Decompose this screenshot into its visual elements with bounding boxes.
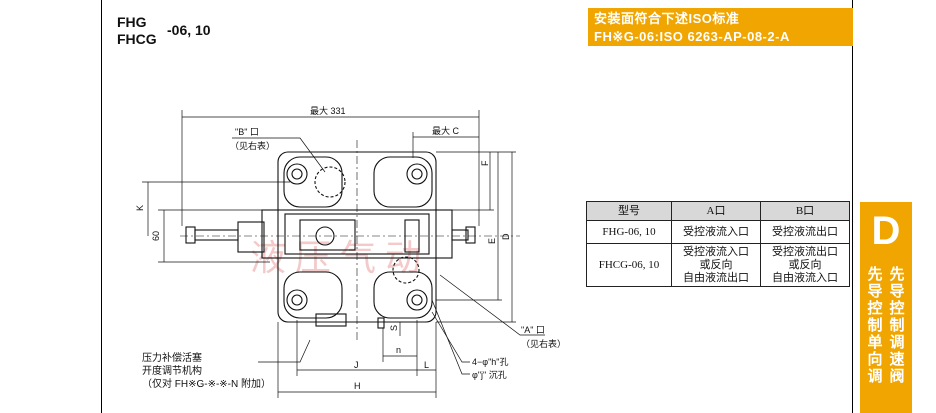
note-adjuster: 开度调节机构 — [142, 366, 202, 377]
dim-60: 60 — [151, 231, 161, 241]
port-a-circle — [392, 256, 420, 284]
note-option: （仅对 FH※G-※-※-N 附加） — [142, 379, 272, 390]
dim-l: L — [424, 360, 429, 370]
holes-j-label: φ"j" 沉孔 — [472, 370, 507, 380]
col-header-b: B口 — [760, 201, 850, 221]
row1-a: 受控液流入口 — [671, 220, 761, 244]
dim-max-331: 最大 331 — [310, 105, 346, 116]
dim-max-c: 最大 C — [432, 125, 460, 136]
frame-right-border — [852, 0, 853, 413]
frame-left-border — [101, 0, 102, 413]
table-header-row: 型号 A口 B口 — [586, 201, 850, 221]
table-row: FHG-06, 10 受控液流入口 受控液流出口 — [586, 220, 850, 244]
table-row: FHCG-06, 10 受控液流入口 或反向 自由液流出口 受控液流出口 或反向… — [586, 243, 850, 287]
iso-standard-banner: 安装面符合下述ISO标准 FH※G-06:ISO 6263-AP-08-2-A — [588, 8, 853, 46]
right-plug-end — [465, 226, 476, 244]
row1-model: FHG-06, 10 — [586, 220, 672, 244]
col-header-a: A口 — [671, 201, 761, 221]
bolt-hole-bl — [286, 289, 308, 311]
section-tab-letter[interactable]: D — [860, 202, 912, 260]
section-tab-label: 先 导 控 制 单 向 调 先 导 控 制 调 速 阀 — [860, 260, 912, 413]
adjuster-knob — [185, 226, 196, 244]
col-header-model: 型号 — [586, 201, 672, 221]
row2-model: FHCG-06, 10 — [586, 243, 672, 287]
dim-f: F — [480, 160, 490, 166]
row1-b: 受控液流出口 — [760, 220, 850, 244]
port-a-note: （见右表） — [521, 338, 566, 349]
iso-banner-line1: 安装面符合下述ISO标准 — [594, 11, 740, 26]
dim-s: S — [389, 325, 399, 331]
port-b-circle — [314, 166, 346, 198]
page-title: FHG FHCG -06, 10 — [117, 14, 211, 48]
dim-n: n — [396, 345, 401, 355]
dim-k: K — [135, 205, 145, 211]
title-line1: FHG — [117, 14, 147, 30]
dim-d: D — [501, 233, 511, 240]
iso-banner-line2: FH※G-06:ISO 6263-AP-08-2-A — [594, 29, 790, 44]
dim-e: E — [487, 238, 497, 244]
dim-h: H — [354, 381, 361, 391]
holes-h-label: 4−φ"h"孔 — [472, 357, 509, 367]
bolt-hole-tr — [406, 163, 428, 185]
bolt-hole-tl — [286, 163, 308, 185]
bottom-screw — [377, 317, 385, 329]
note-compensator: 压力补偿活塞 — [142, 353, 202, 364]
port-a-label: "A" 口 — [521, 325, 545, 335]
port-spec-table: 型号 A口 B口 FHG-06, 10 受控液流入口 受控液流出口 FHCG-0… — [586, 201, 850, 287]
title-suffix: -06, 10 — [167, 22, 211, 38]
section-tab-col1: 先 导 控 制 单 向 调 — [867, 266, 883, 385]
row2-a: 受控液流入口 或反向 自由液流出口 — [671, 243, 761, 287]
body-corner-bl — [283, 271, 343, 319]
section-tab-col2: 先 导 控 制 调 速 阀 — [889, 266, 905, 385]
row2-b: 受控液流出口 或反向 自由液流入口 — [760, 243, 850, 287]
dim-j: J — [354, 360, 359, 370]
body-corner-tr — [373, 156, 433, 208]
body-corner-br — [373, 271, 433, 319]
adjuster-shaft — [194, 229, 239, 241]
right-plug — [451, 229, 469, 241]
bolt-hole-br — [406, 289, 428, 311]
solenoid-center — [299, 219, 356, 251]
port-b-note: （见右表） — [230, 140, 275, 151]
bottom-cover — [315, 313, 347, 327]
port-b-label: "B" 口 — [235, 127, 259, 137]
title-line2: FHCG — [117, 31, 157, 47]
